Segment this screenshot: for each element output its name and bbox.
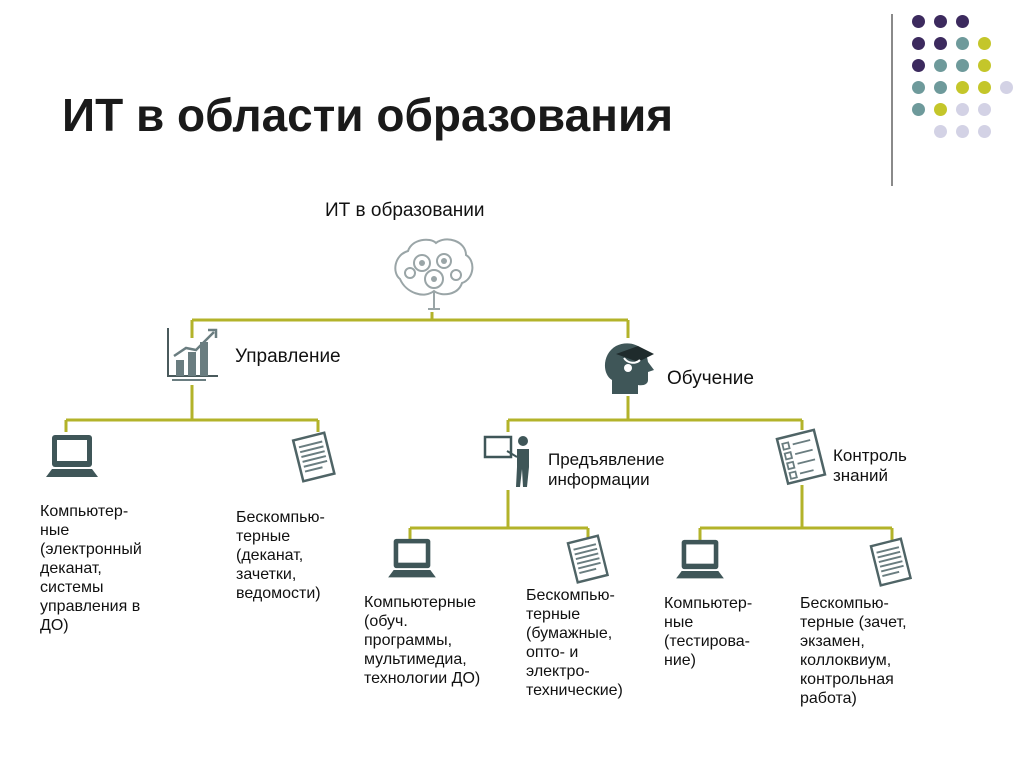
presentation-paper-label: Бескомпью- терные (бумажные, опто- и эле… [526,587,623,699]
decorative-dot [978,59,991,72]
decorative-dot [912,81,925,94]
decorative-dot [912,59,925,72]
decorative-dot [934,37,947,50]
root-label: ИТ в образовании [325,200,485,221]
laptop-icon [676,539,724,579]
decorative-dot [978,125,991,138]
checklist-icon [775,428,827,486]
decorative-dot [956,37,969,50]
decorative-dot [956,103,969,116]
bar-chart-icon [167,328,218,381]
decorative-dot [956,81,969,94]
laptop-icon [388,538,436,578]
decorative-dot [978,37,991,50]
decorative-dot [956,15,969,28]
decorative-dot [934,59,947,72]
decorative-dot [934,15,947,28]
document-icon [566,534,610,584]
decorative-dot [956,125,969,138]
decorative-dot [912,15,925,28]
presentation-computer-label: Компьютерные (обуч. программы, мультимед… [364,594,481,687]
decorative-dot [978,103,991,116]
decorative-dot [912,103,925,116]
decorative-dot [934,81,947,94]
laptop-icon [46,435,98,477]
decorative-dot [1000,81,1013,94]
teacher-board-icon [483,435,529,487]
decorative-dot [956,59,969,72]
presentation-label: Предъявление информации [548,450,665,489]
divider-line [891,14,893,186]
decorative-dot [934,125,947,138]
management-label: Управление [235,346,341,367]
control-paper-label: Бескомпью- терные (зачет, экзамен, колло… [800,595,907,707]
learning-label: Обучение [667,368,754,389]
management-paper-label: Бескомпью- терные (деканат, зачетки, вед… [236,509,325,602]
head-graduation-cap-icon [604,343,654,394]
management-computer-label: Компьютер- ные (электронный деканат, сис… [40,503,142,634]
brain-gears-icon [394,238,474,310]
control-label: Контроль знаний [833,446,907,485]
slide-title: ИТ в области образования [62,89,674,141]
decorative-dot [934,103,947,116]
decorative-dot [978,81,991,94]
document-icon [291,431,336,483]
control-computer-label: Компьютер- ные (тестирова- ние) [664,595,753,669]
document-icon [869,537,913,587]
decorative-dot [912,37,925,50]
